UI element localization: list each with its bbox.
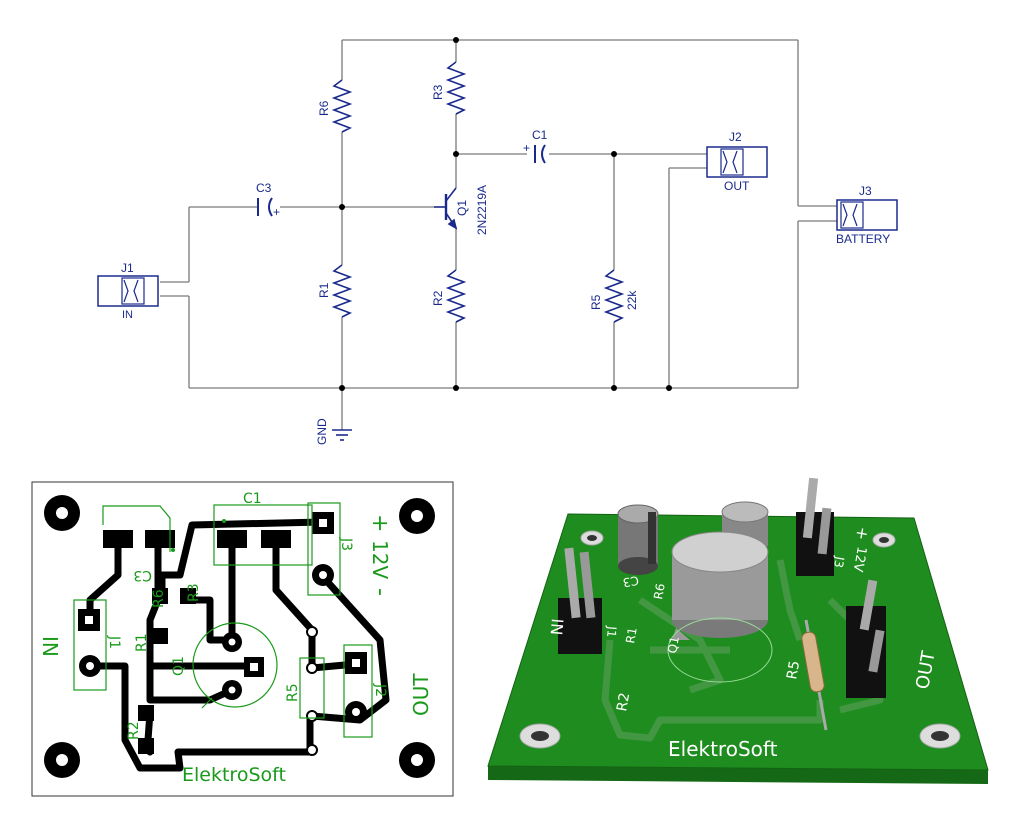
resistor-r1: R1 xyxy=(317,264,353,318)
connector-j3: J3 BATTERY xyxy=(836,184,898,246)
board-r6-label: R6 xyxy=(651,582,668,600)
j2-sublabel: OUT xyxy=(724,179,750,193)
header-j2-3d xyxy=(846,579,886,698)
resistor-r3: R3 xyxy=(431,61,467,115)
c3-polarity-dot xyxy=(171,548,175,552)
j1-label: J1 xyxy=(121,261,134,275)
pcb-brand-label: ElektroSoft xyxy=(182,764,286,786)
c1-polarity-dot xyxy=(222,519,226,523)
pcb-r6-label: R6 xyxy=(151,589,167,608)
pcb-c3-label: C3 xyxy=(133,567,152,583)
board-q1-label: Q1 xyxy=(665,635,682,654)
mounting-holes xyxy=(44,495,435,778)
capacitor-c1: + C1 xyxy=(523,128,548,164)
j2-label: J2 xyxy=(729,130,742,144)
silkscreen xyxy=(73,502,373,738)
board-edge xyxy=(488,766,988,784)
connector-j1: J1 IN xyxy=(97,261,159,321)
r1-label: R1 xyxy=(317,282,331,298)
board-r1-label: R1 xyxy=(623,626,640,644)
junction-dots xyxy=(339,37,672,391)
board-r2-label: R2 xyxy=(614,692,633,713)
q1-value: 2N2219A xyxy=(475,185,489,235)
j3-sublabel: BATTERY xyxy=(836,232,890,246)
pcb-c1-label: C1 xyxy=(243,491,262,507)
j1-sublabel: IN xyxy=(122,309,133,321)
pcb-out-label: OUT xyxy=(409,673,433,716)
pcb-voltage-label: 12V xyxy=(368,540,392,579)
pcb-3d-view: C3 R6 R1 J1 Q1 R5 R2 J3 12V + IN OUT Ele… xyxy=(487,477,989,784)
transistor-q1 xyxy=(434,187,458,230)
board-holes xyxy=(519,530,961,749)
schematic-wires xyxy=(160,39,837,430)
pcb-j1-label: J1 xyxy=(106,635,122,649)
pcb-layout-2d: C1 C3 R6 R3 R1 Q1 J1 J3 R5 J2 R2 IN OUT … xyxy=(31,481,454,797)
pcb-r5-label: R5 xyxy=(285,683,301,702)
c3-plus: + xyxy=(273,205,280,219)
ground-symbol xyxy=(332,429,352,441)
j3-label: J3 xyxy=(859,184,872,198)
board-c3-label: C3 xyxy=(622,573,640,590)
pcb-r2-label: R2 xyxy=(126,721,142,740)
transistor-q1-3d xyxy=(671,531,769,640)
via-holes xyxy=(85,519,360,716)
pcb-r1-label: R1 xyxy=(134,633,150,652)
capacitor-c3: + C3 xyxy=(256,181,280,219)
pcb-in-label: IN xyxy=(38,636,62,657)
board-j1-label: J1 xyxy=(604,625,619,638)
board-r5-label: R5 xyxy=(784,660,803,681)
q1-label: Q1 xyxy=(455,200,469,216)
board-plus-label: + xyxy=(852,525,873,542)
resistor-r5: R5 22k xyxy=(589,269,639,323)
header-j1-3d xyxy=(558,547,602,654)
r2-label: R2 xyxy=(431,290,445,306)
c1-plus: + xyxy=(523,141,530,155)
resistor-r2: R2 xyxy=(431,269,467,323)
r5-label: R5 xyxy=(589,294,603,310)
pcb-r3-label: R3 xyxy=(186,583,202,602)
gnd-label: GND xyxy=(315,418,329,445)
r6-label: R6 xyxy=(317,100,331,116)
c3-label: C3 xyxy=(256,181,272,195)
pcb-q1-label: Q1 xyxy=(171,656,187,676)
capacitor-c3-3d xyxy=(617,504,659,575)
pcb-plus-label: + xyxy=(367,514,392,532)
connector-j2: J2 OUT xyxy=(706,130,768,193)
board-in-label: IN xyxy=(547,618,567,636)
schematic: R6 R3 R1 R2 R5 22k + C3 + xyxy=(97,37,898,445)
board-traces xyxy=(601,559,884,742)
c1-label: C1 xyxy=(532,128,548,142)
header-j3-3d xyxy=(796,477,834,576)
resistor-r5-3d xyxy=(801,619,828,731)
board-j3-label: J3 xyxy=(831,554,847,568)
pcb-minus-label: - xyxy=(368,588,393,596)
pcb-j2-label: J2 xyxy=(372,683,388,697)
pcb-j3-label: J3 xyxy=(338,537,354,551)
resistor-r6: R6 xyxy=(317,79,353,133)
r3-label: R3 xyxy=(431,84,445,100)
board-voltage-label: 12V xyxy=(850,545,869,573)
r5-value: 22k xyxy=(625,290,639,310)
board-brand-label: ElektroSoft xyxy=(668,737,778,761)
